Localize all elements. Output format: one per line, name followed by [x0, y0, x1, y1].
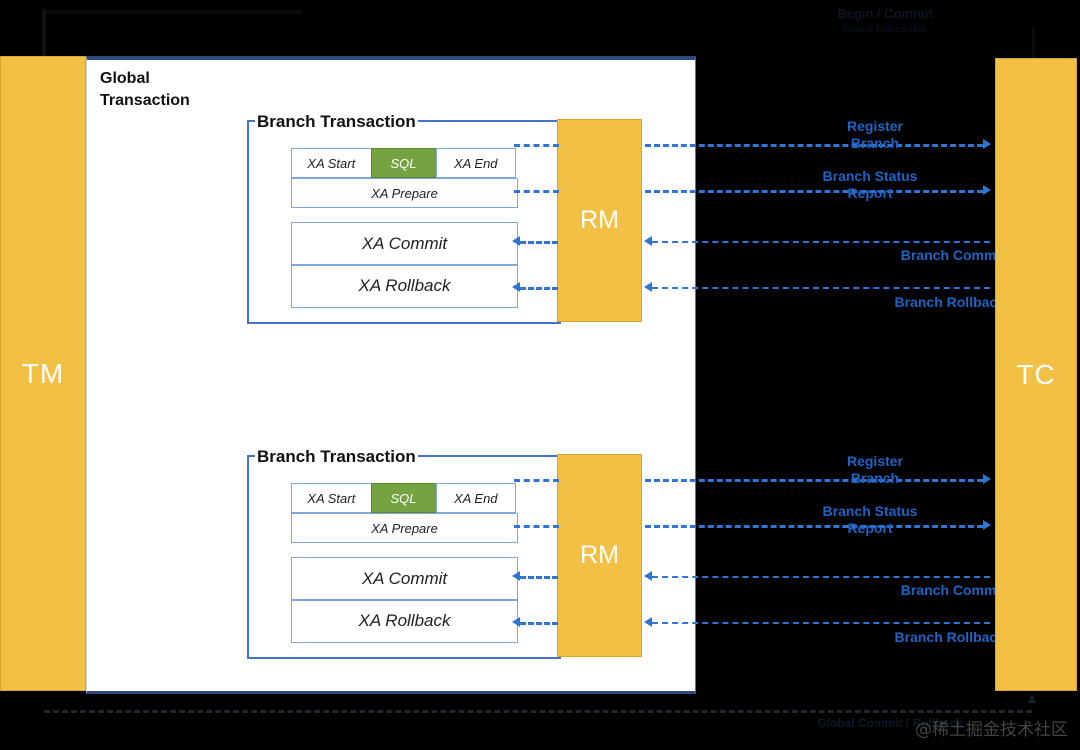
rm-label: RM	[580, 541, 619, 569]
connector-xa-prepare-to-rm-2	[514, 525, 559, 528]
tm-lifeline-vertical	[42, 10, 46, 58]
arrow-right-branch-status-report-1	[983, 185, 991, 195]
sql-cell: SQL	[370, 148, 436, 178]
message-line-1: Branch Rollback	[894, 629, 1005, 645]
branch-transaction-block-2: Branch Transaction XA Start SQL XA End X…	[247, 447, 561, 659]
message-branch-status-report-1: Branch Status Report	[790, 168, 950, 202]
connector-branch-commit-2	[652, 576, 990, 578]
arrow-left-branch-commit-2	[644, 571, 652, 581]
connector-branch-commit-1	[652, 241, 990, 243]
bottom-label: Global Commit / Rollback	[817, 716, 963, 730]
message-branch-status-report-2: Branch Status Report	[790, 503, 950, 537]
rm-label: RM	[580, 206, 619, 234]
tc-column[interactable]: TC	[995, 58, 1077, 691]
message-line-1: Branch Commit	[900, 247, 1005, 263]
message-line-1: Branch Status	[822, 503, 918, 519]
tc-lifeline-vertical	[1032, 28, 1035, 60]
message-branch-commit-1: Branch Commit	[845, 247, 1005, 264]
connector-register-branch-1	[645, 144, 983, 147]
sql-cell: SQL	[370, 483, 436, 513]
top-title: Begin / Commit Global Transaction	[800, 6, 970, 38]
xa-rollback-row: XA Rollback	[291, 599, 518, 643]
xa-end-cell: XA End	[435, 483, 516, 513]
arrow-up-global-commit	[1028, 694, 1036, 703]
connector-rm-to-xa-commit-1	[520, 241, 558, 244]
branch-transaction-block-1: Branch Transaction XA Start SQL XA End X…	[247, 112, 561, 324]
arrow-left-branch-rollback-1	[644, 282, 652, 292]
xa-end-cell: XA End	[435, 148, 516, 178]
rm-box-1[interactable]: RM	[557, 119, 642, 322]
branch-title: Branch Transaction	[255, 447, 418, 467]
message-line-2: Report	[847, 520, 893, 536]
connector-xa-end-to-rm-1	[514, 144, 559, 147]
xa-start-cell: XA Start	[291, 148, 371, 178]
connector-xa-end-to-rm-2	[514, 479, 559, 482]
xa-start-cell: XA Start	[291, 483, 371, 513]
connector-rm-to-xa-commit-2	[520, 576, 558, 579]
xa-phase-row: XA Start SQL XA End	[291, 483, 516, 513]
xa-prepare-row: XA Prepare	[291, 178, 518, 208]
message-branch-commit-2: Branch Commit	[845, 582, 1005, 599]
tc-label: TC	[1016, 358, 1056, 390]
arrow-right-branch-status-report-2	[983, 520, 991, 530]
message-line-2: Branch	[850, 135, 900, 151]
message-branch-rollback-2: Branch Rollback	[840, 629, 1005, 646]
connector-branch-rollback-1	[652, 287, 990, 289]
rm-box-2[interactable]: RM	[557, 454, 642, 657]
arrow-right-register-branch-1	[983, 139, 991, 149]
arrow-left-xa-commit-2	[512, 571, 520, 581]
tm-column[interactable]: TM	[0, 56, 86, 691]
message-line-1: Register	[846, 453, 904, 469]
tm-label: TM	[21, 357, 65, 389]
message-register-branch-1: Register Branch	[800, 118, 950, 152]
watermark: @稀土掘金技术社区	[915, 720, 1068, 740]
arrow-left-branch-commit-1	[644, 236, 652, 246]
arrow-left-branch-rollback-2	[644, 617, 652, 627]
message-line-1: Branch Rollback	[894, 294, 1005, 310]
global-commit-connector	[44, 710, 1032, 713]
message-line-2: Branch	[850, 470, 900, 486]
connector-register-branch-2	[645, 479, 983, 482]
xa-rollback-row: XA Rollback	[291, 264, 518, 308]
connector-rm-to-xa-rollback-1	[520, 287, 558, 290]
message-line-1: Register	[846, 118, 904, 134]
xa-phase-row: XA Start SQL XA End	[291, 148, 516, 178]
xa-commit-row: XA Commit	[291, 222, 518, 266]
message-line-1: Branch Commit	[900, 582, 1005, 598]
connector-branch-status-report-2	[645, 525, 983, 528]
tm-lifeline-horizontal	[42, 10, 302, 14]
branch-title: Branch Transaction	[255, 112, 418, 132]
arrow-left-xa-rollback-2	[512, 617, 520, 627]
message-line-2: Report	[847, 185, 893, 201]
arrow-right-register-branch-2	[983, 474, 991, 484]
message-register-branch-2: Register Branch	[800, 453, 950, 487]
top-title-sub: Global Transaction	[843, 24, 927, 35]
connector-branch-status-report-1	[645, 190, 983, 193]
top-title-main: Begin / Commit	[837, 6, 933, 21]
message-branch-rollback-1: Branch Rollback	[840, 294, 1005, 311]
connector-xa-prepare-to-rm-1	[514, 190, 559, 193]
message-line-1: Branch Status	[822, 168, 918, 184]
connector-branch-rollback-2	[652, 622, 990, 624]
xa-prepare-row: XA Prepare	[291, 513, 518, 543]
connector-rm-to-xa-rollback-2	[520, 622, 558, 625]
xa-commit-row: XA Commit	[291, 557, 518, 601]
arrow-left-xa-rollback-1	[512, 282, 520, 292]
arrow-left-xa-commit-1	[512, 236, 520, 246]
